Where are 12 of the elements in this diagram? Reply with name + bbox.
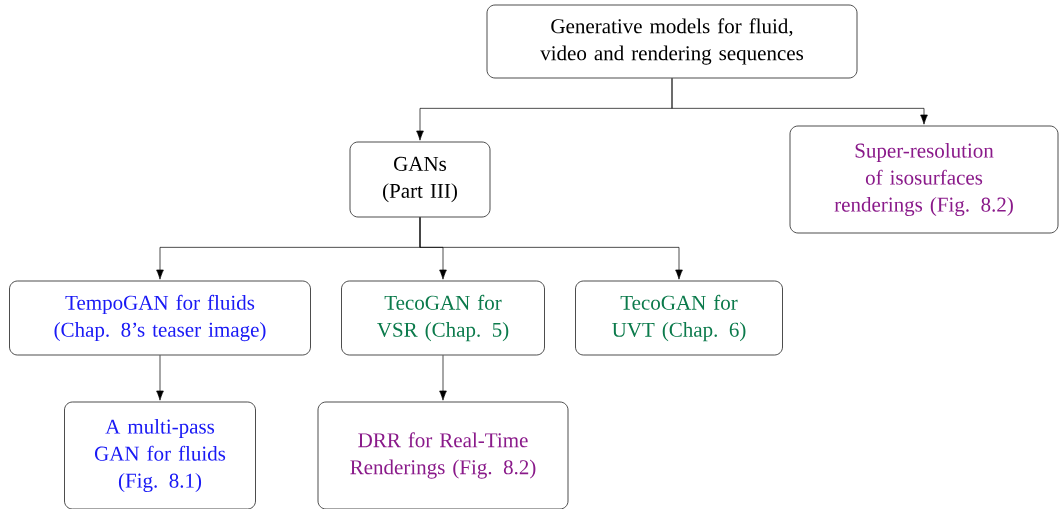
arrow — [439, 355, 447, 401]
box: TecoGAN for VSR (Chap. 5) — [341, 280, 545, 356]
arrow — [671, 78, 928, 125]
box: TecoGAN for UVT (Chap. 6) — [575, 280, 783, 356]
box: A multi-pass GAN for fluids (Fig. 8.1) — [64, 401, 256, 509]
box: Generative models for fluid, video and rendering sequences — [486, 4, 858, 79]
arrow — [419, 217, 683, 280]
arrow — [156, 355, 164, 401]
box: Super-resolution of isosurfaces renderings (Fig. 8.2) — [789, 125, 1059, 234]
box: DRR for Real-Time Renderings (Fig. 8.2) — [317, 401, 569, 509]
box: GANs (Part III) — [349, 141, 491, 218]
box: TempoGAN for fluids (Chap. 8’s teaser image) — [9, 280, 311, 356]
